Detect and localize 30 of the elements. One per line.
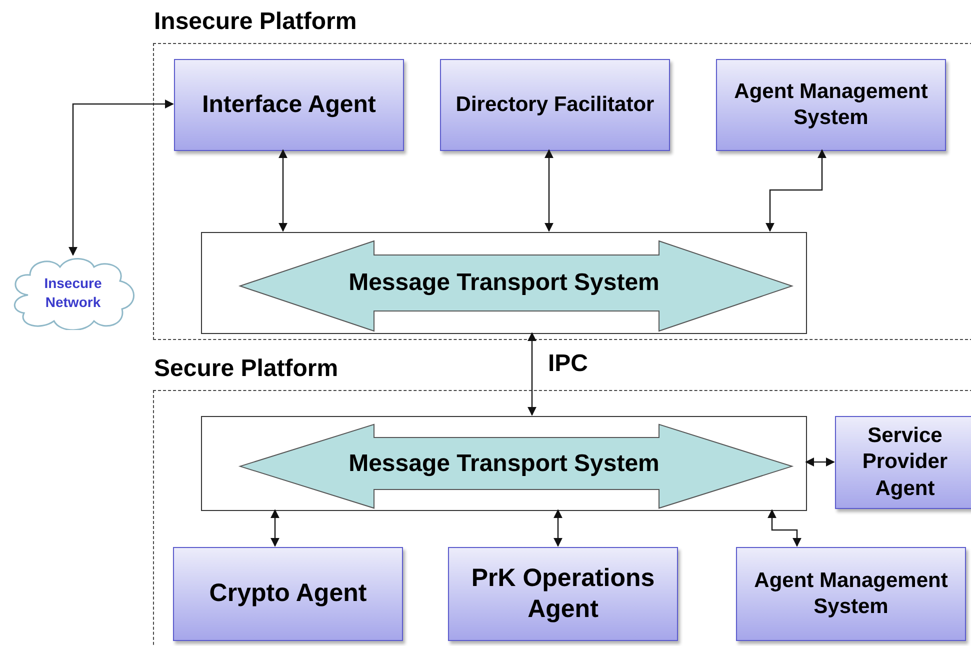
platform-heading: Secure Platform [154,354,338,384]
agent-name: Interface Agent [202,90,376,120]
connector-arrow [767,509,802,547]
connector-arrow [765,149,827,232]
agent-box [736,547,966,641]
agent-box [448,547,678,641]
transport-label: Message Transport System [348,268,660,298]
agent-box [173,547,403,641]
agent-name: Directory Facilitator [456,92,654,118]
connector-arrow [270,509,280,547]
agent-name: Crypto Agent [209,578,367,610]
connector-arrow [805,457,835,467]
platform-heading: Insecure Platform [154,7,357,37]
agent-name: PrK Operations Agent [470,562,656,625]
agent-box [835,416,971,509]
agent-box [440,59,670,151]
agent-name: Agent Management System [753,568,949,620]
agent-box [716,59,946,151]
connector-arrow [527,332,537,416]
agent-box [174,59,404,151]
connector-arrow [553,509,563,547]
connector-arrow [544,149,554,232]
connector-arrow [278,149,288,232]
cloud-label: Insecure Network [43,274,103,311]
transport-box [201,232,807,334]
agent-name: Service Provider Agent [861,423,949,502]
agent-name: Agent Management System [733,78,929,131]
transport-label: Message Transport System [348,448,660,478]
transport-box [201,416,807,511]
connector-arrow [68,99,174,256]
